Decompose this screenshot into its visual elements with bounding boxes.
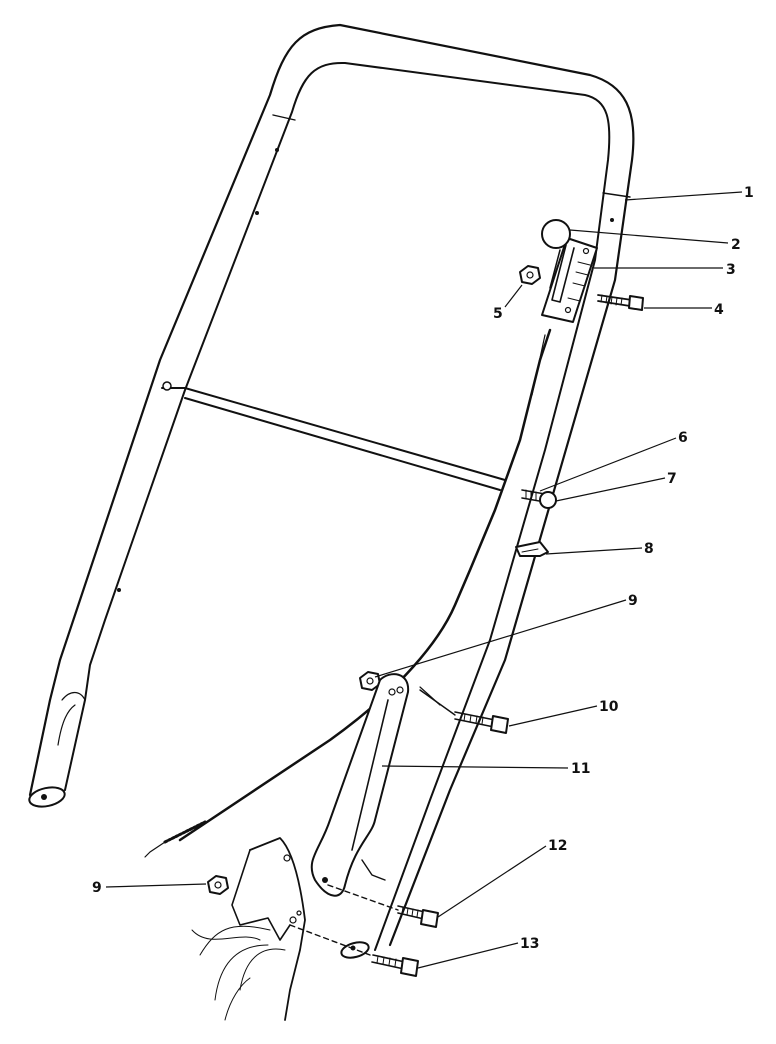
callout-9-upper: 9 [628,593,638,609]
callout-7: 7 [667,471,677,487]
upper-handle-tube [28,23,635,951]
callout-10: 10 [599,699,619,715]
callout-2: 2 [731,237,741,253]
callout-4: 4 [714,302,724,318]
callout-1: 1 [744,185,754,201]
callout-13: 13 [520,936,539,952]
lower-bracket-11 [310,673,456,959]
bolt-12 [327,884,439,928]
clip-8 [515,541,549,557]
callout-11: 11 [571,761,590,777]
callout-8: 8 [644,541,654,557]
leader-lines [105,191,743,969]
bolt-4 [597,294,644,311]
control-cable [144,328,552,858]
clip-6-7 [521,489,557,509]
callout-labels: 1 2 3 4 5 6 7 8 9 10 11 12 13 9 [92,185,754,952]
callout-9-lower: 9 [92,880,102,896]
deck-bracket [191,837,306,1021]
throttle-control [541,219,598,323]
callout-5: 5 [493,306,503,322]
nut-9-lower [207,875,229,895]
nut-5 [519,265,541,285]
callout-12: 12 [548,838,567,854]
bolt-10 [454,711,509,734]
callout-3: 3 [726,262,736,278]
callout-6: 6 [678,430,688,446]
